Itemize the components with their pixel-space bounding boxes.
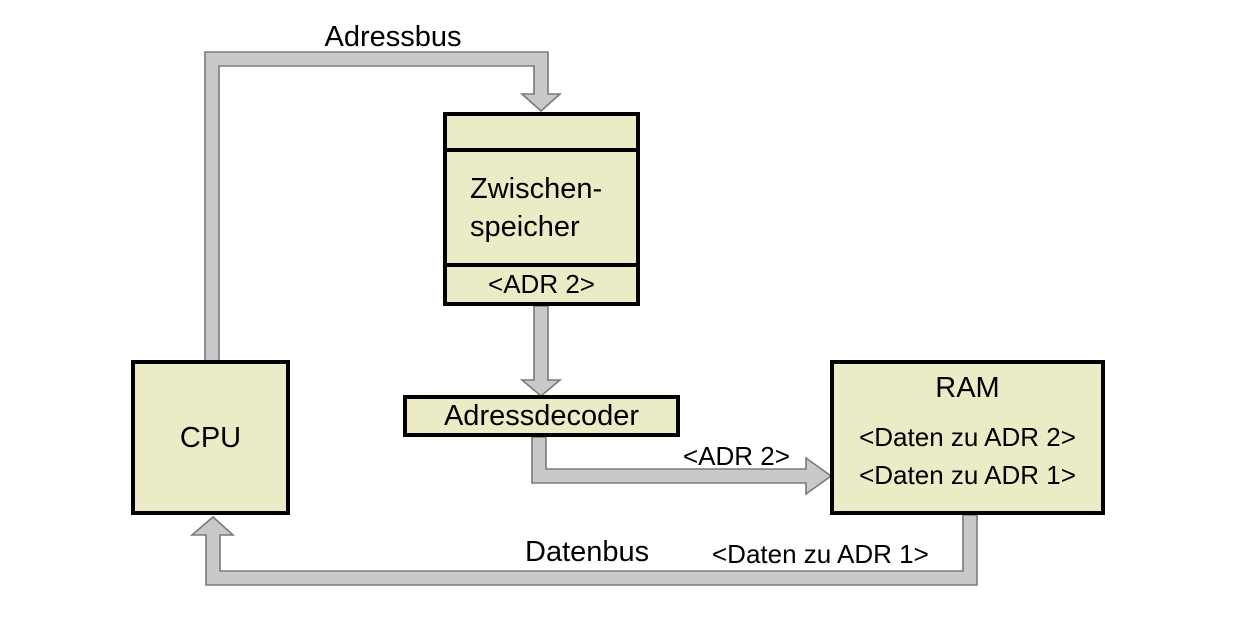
cpu-box: CPU (131, 360, 290, 515)
adressdecoder-title: Adressdecoder (443, 400, 640, 432)
adr2-arrow-label: <ADR 2> (683, 441, 790, 471)
datenbus-label: Datenbus (525, 536, 650, 568)
zwischenspeicher-adr2-slot: <ADR 2> (488, 269, 595, 299)
daten-zu-adr1-label: <Daten zu ADR 1> (712, 539, 929, 569)
zwischenspeicher-box: Zwischen- speicher <ADR 2> (443, 112, 640, 306)
zwischenspeicher-empty-slot (447, 116, 636, 148)
ram-title: RAM (935, 372, 1000, 404)
zwischenspeicher-title-line1: Zwischen- (470, 172, 603, 205)
zwischenspeicher-title: Zwischen- speicher (447, 152, 636, 263)
datenbus-path (189, 514, 978, 586)
adressdecoder-to-ram-arrow (531, 436, 833, 496)
adressbus-label: Adressbus (324, 21, 462, 53)
ram-entry-adr1: <Daten zu ADR 1> (859, 460, 1076, 490)
ram-entries: <Daten zu ADR 2> <Daten zu ADR 1> (834, 418, 1101, 494)
zwischenspeicher-divider-top (447, 148, 636, 152)
zwischenspeicher-to-adressdecoder-arrow (519, 305, 563, 398)
adressdecoder-box: Adressdecoder (403, 395, 680, 437)
cpu-title: CPU (179, 421, 242, 454)
adressbus-path (204, 51, 563, 362)
ram-box: RAM <Daten zu ADR 2> <Daten zu ADR 1> (830, 360, 1105, 515)
zwischenspeicher-title-line2: speicher (470, 210, 580, 243)
zwischenspeicher-divider-bottom (447, 263, 636, 267)
ram-entry-adr2: <Daten zu ADR 2> (859, 422, 1076, 452)
